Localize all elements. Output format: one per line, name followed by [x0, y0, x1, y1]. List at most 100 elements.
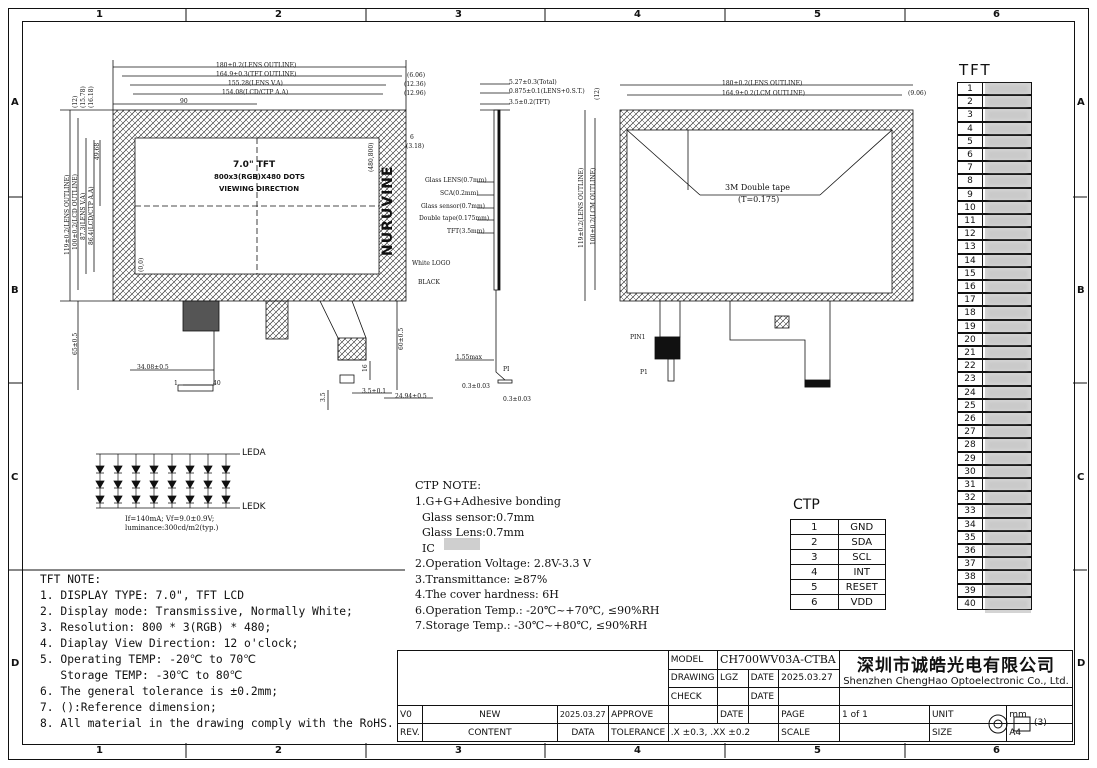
- led-diode-icon: [203, 480, 213, 489]
- tft-pin-signal-blurred: [988, 137, 1028, 146]
- tft-pin-row: 17: [957, 293, 1032, 307]
- dim-left-lensva: 87.3(LENS V.A): [80, 192, 87, 240]
- col-label: 6: [993, 9, 1000, 20]
- tft-pin-row: 37: [957, 557, 1032, 571]
- check-date-label: DATE: [747, 687, 780, 706]
- ctp-note-line: 7.Storage Temp.: -30℃~+80℃, ≤90%RH: [415, 619, 648, 632]
- led-spec-luminance: luminance:300cd/m2(typ.): [125, 524, 219, 532]
- tft-pin-signal-blurred: [988, 85, 1028, 93]
- dim-16: 16: [362, 364, 369, 372]
- layer-tft: TFT(3.5mm): [447, 228, 485, 235]
- tft-pin-signal-blurred: [988, 256, 1028, 265]
- back-dim-right: (9.06): [908, 90, 927, 97]
- led-diode-icon: [167, 480, 177, 489]
- tft-pin-signal-blurred: [988, 388, 1028, 397]
- ctp-note-line: 4.The cover hardness: 6H: [415, 588, 559, 601]
- tft-pin-row: 6: [957, 148, 1032, 162]
- ctp-pin-signal: SCL: [837, 549, 886, 565]
- col-label: 2: [275, 745, 282, 756]
- ctp-pin-number: 6: [790, 594, 839, 610]
- dim-left-1618: (16.18): [88, 86, 95, 108]
- fpc-pin40-label: 40: [213, 380, 221, 387]
- tft-pin-signal-blurred: [988, 454, 1028, 463]
- ctp-pin-signal: VDD: [837, 594, 886, 610]
- layer-double-tape: Double tape(0.175mm): [419, 215, 490, 222]
- tft-pin-row: 18: [957, 306, 1032, 320]
- layer-glass-lens: Glass LENS(0.7mm): [425, 177, 487, 184]
- col-label: 4: [634, 745, 641, 756]
- rev-v0: V0: [397, 705, 423, 724]
- tft-pin-signal-blurred: [988, 230, 1028, 239]
- tft-pin-row: 30: [957, 464, 1032, 478]
- tft-pin-number: 25: [958, 399, 983, 411]
- back-pin1: PIN1: [630, 334, 646, 341]
- tft-pin-signal-blurred: [988, 547, 1028, 555]
- data-label: DATA: [556, 723, 610, 742]
- back-dim-left-lcm: 100±0.2(LCM OUTLINE): [590, 167, 597, 245]
- tft-note-line: 7. ():Reference dimension;: [40, 701, 217, 714]
- back-p1: P1: [640, 369, 648, 376]
- tft-pin-signal-blurred: [988, 467, 1028, 476]
- tft-pin-row: 13: [957, 240, 1032, 254]
- dim-lcd-aa: 154.08(LCD/CTP A.A): [222, 89, 289, 96]
- tft-pin-row: 5: [957, 134, 1032, 148]
- coord-origin: (0,0): [138, 257, 145, 272]
- page-value: 1 of 1: [838, 705, 930, 724]
- black-label: BLACK: [418, 279, 440, 286]
- dim-4968: 49.68: [94, 142, 101, 160]
- back-view: [584, 84, 914, 388]
- title-block: MODEL CH700WV03A-CTBA 深圳市诚皓光电有限公司 Shenzh…: [397, 650, 1074, 742]
- tft-pin-row: 26: [957, 412, 1032, 426]
- tft-pin-row: 21: [957, 346, 1032, 360]
- tft-pin-signal-blurred: [988, 533, 1028, 542]
- ctp-table-title: CTP: [793, 497, 820, 513]
- tft-pin-row: 40: [957, 596, 1032, 610]
- dim-lens-va: 155.28(LENS V.A): [228, 80, 283, 87]
- dim-tft-outline: 164.9±0.3(TFT OUTLINE): [216, 71, 297, 78]
- side-fpc-b: 0.3±0.03: [503, 396, 531, 403]
- tft-pin-number: 40: [958, 597, 983, 609]
- row-label: C: [1077, 472, 1085, 483]
- side-dim-155: 1.55max: [456, 354, 483, 361]
- tft-pin-row: 33: [957, 504, 1032, 518]
- ctp-pin-signal: SDA: [837, 534, 886, 550]
- col-label: 5: [814, 745, 821, 756]
- led-diode-icon: [95, 465, 105, 474]
- led-diode-icon: [113, 480, 123, 489]
- tft-pin-row: 22: [957, 359, 1032, 373]
- led-diode-icon: [131, 480, 141, 489]
- led-diode-icon: [113, 465, 123, 474]
- tft-pin-row: 27: [957, 425, 1032, 439]
- tft-pin-number: 27: [958, 426, 983, 438]
- dim-35: 3.5: [320, 392, 327, 402]
- tft-pin-number: 13: [958, 241, 983, 253]
- col-label: 1: [96, 745, 103, 756]
- row-label: A: [1077, 97, 1085, 108]
- tft-pin-number: 33: [958, 505, 983, 517]
- tft-pin-row: 15: [957, 266, 1032, 280]
- ctp-note-line: IC: [415, 541, 435, 555]
- tft-pin-signal-blurred: [988, 190, 1028, 199]
- tft-pin-number: 9: [958, 188, 983, 200]
- tft-pin-signal-blurred: [988, 309, 1028, 318]
- led-diode-icon: [131, 465, 141, 474]
- tft-pin-row: 10: [957, 200, 1032, 214]
- tft-pin-signal-blurred: [988, 283, 1028, 291]
- row-label: B: [11, 285, 19, 296]
- tft-pin-signal-blurred: [988, 599, 1028, 608]
- tft-pin-row: 29: [957, 451, 1032, 465]
- tft-pin-signal-blurred: [988, 520, 1028, 529]
- tft-pin-signal-blurred: [988, 203, 1028, 212]
- row-label: C: [11, 472, 19, 483]
- dim-left-lcdaa: 86.4(LCD/CTP A.A): [88, 186, 95, 245]
- tft-pin-row: 19: [957, 319, 1032, 333]
- tft-pin-row: 16: [957, 280, 1032, 294]
- rev-new: NEW: [421, 705, 558, 724]
- ctp-pin-signal: GND: [837, 519, 886, 535]
- tft-note-line: 6. The general tolerance is ±0.2mm;: [40, 685, 279, 698]
- dim-left-lcd: 100±0.2(LCD OUTLINE): [72, 174, 79, 250]
- tft-pin-row: 36: [957, 544, 1032, 558]
- tape-label: 3M Double tape: [725, 183, 791, 192]
- ctp-note-line: 3.Transmittance: ≥87%: [415, 572, 548, 586]
